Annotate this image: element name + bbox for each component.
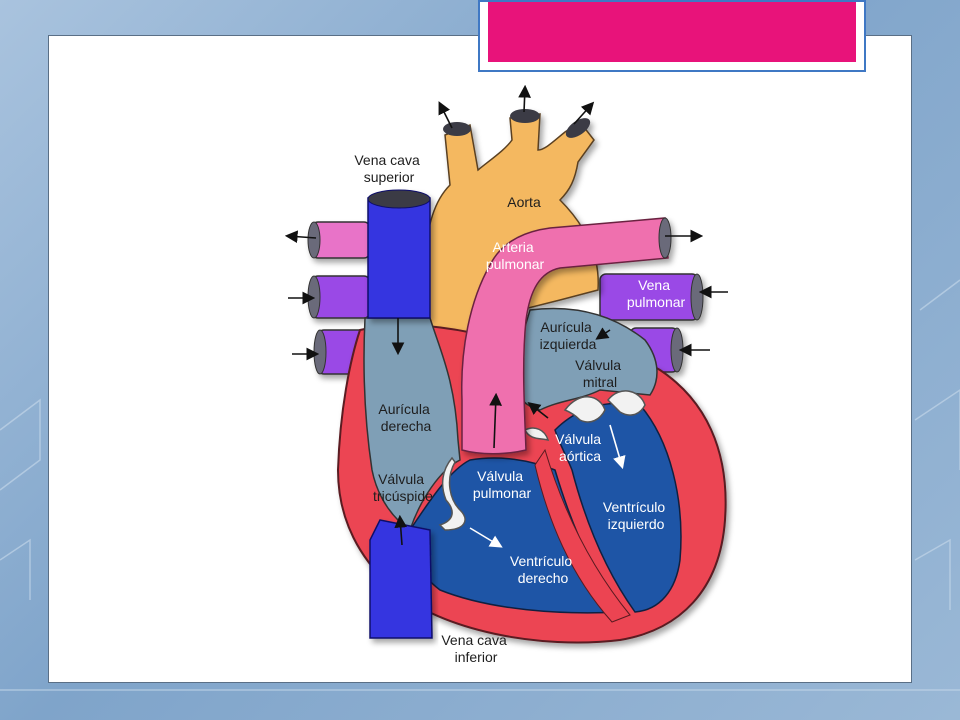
white-flow-arrows xyxy=(469,424,626,548)
label-ventriculo-derecho: Ventrículo derecho xyxy=(510,553,576,586)
label-vena-cava-superior: Vena cava superior xyxy=(354,152,423,185)
flow-arrows xyxy=(284,84,728,546)
label-auricula-izquierda: Aurícula izquierda xyxy=(540,319,597,352)
label-vena-cava-inferior: Vena cava inferior xyxy=(441,632,510,665)
label-ventriculo-izquierdo: Ventrículo izquierdo xyxy=(603,499,669,532)
label-vena-pulmonar: Vena pulmonar xyxy=(627,277,686,310)
label-valvula-mitral: Válvula mitral xyxy=(575,357,625,390)
valves xyxy=(438,390,646,531)
title-accent-bar xyxy=(488,2,856,62)
label-arteria-pulmonar: Arteria pulmonar xyxy=(486,239,545,272)
label-aorta: Aorta xyxy=(507,194,541,210)
pulmonary-artery xyxy=(460,217,672,455)
title-placeholder xyxy=(478,0,866,72)
label-valvula-tricuspide: Válvula tricúspide xyxy=(373,471,433,504)
label-auricula-derecha: Aurícula derecha xyxy=(378,401,433,434)
label-valvula-aortica: Válvula aórtica xyxy=(555,431,605,464)
vena-cava xyxy=(367,189,433,639)
label-valvula-pulmonar: Válvula pulmonar xyxy=(473,468,532,501)
septum xyxy=(534,448,631,623)
